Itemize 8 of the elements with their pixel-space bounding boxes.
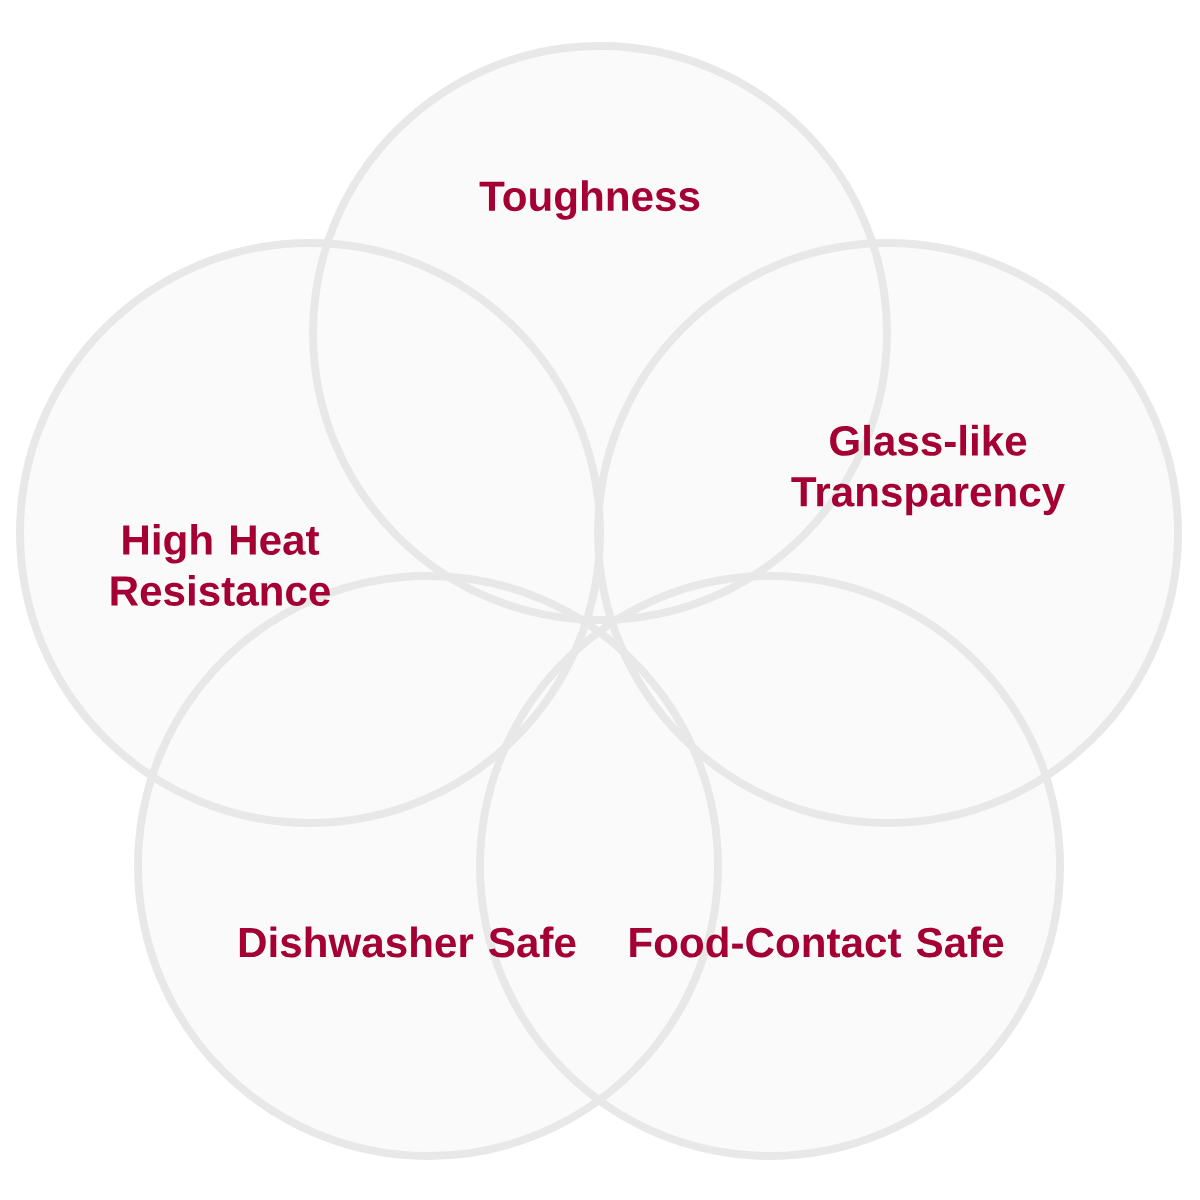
circle-label: Dishwasher Safe	[239, 926, 576, 958]
circle-label: Glass-like Transparency	[791, 424, 1065, 516]
venn-circle	[16, 239, 604, 827]
circle-label: Toughness	[479, 180, 700, 220]
venn-circle	[594, 239, 1182, 827]
circle-label: High Heat Resistance	[111, 524, 330, 606]
circle-label: Food-Contact Safe	[630, 926, 1004, 958]
venn-circle	[476, 572, 1064, 1160]
